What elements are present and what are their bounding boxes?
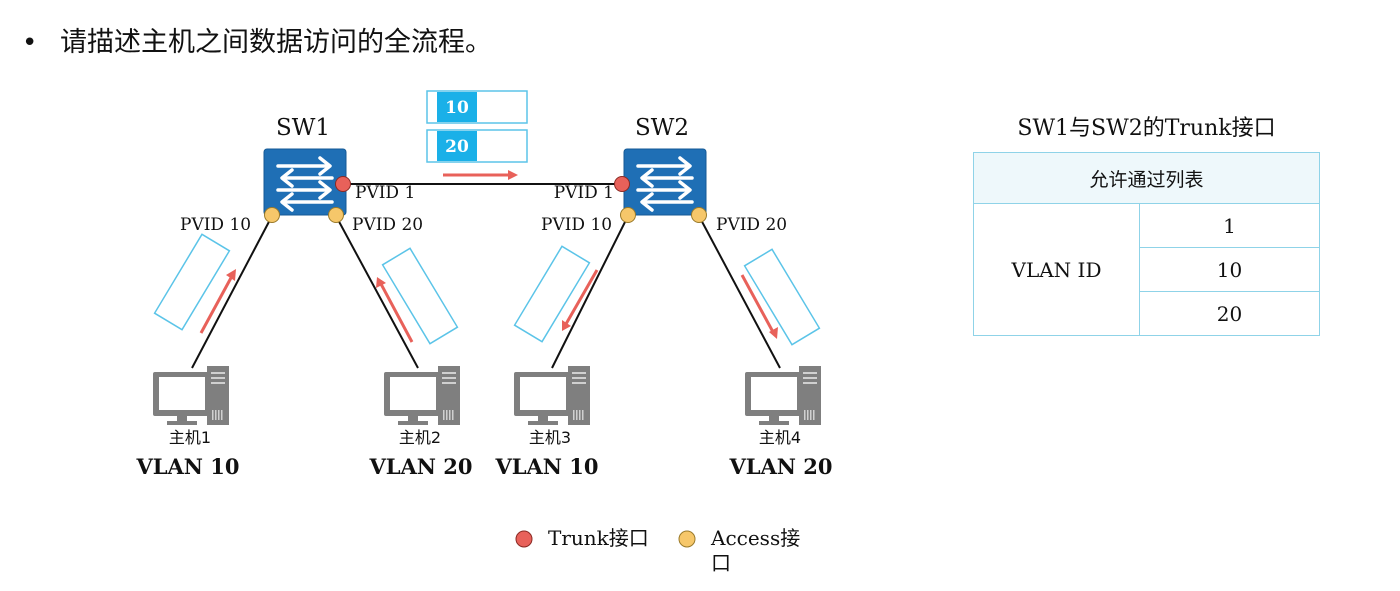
host-vlan: VLAN 20 — [728, 454, 832, 479]
link-host4 — [698, 215, 781, 369]
arrow-host3-down — [562, 269, 599, 331]
legend: Trunk接口 Access接 口 — [515, 526, 800, 575]
pvid-label-sw2-right: PVID 20 — [716, 215, 787, 235]
switch-label: SW1 — [276, 115, 330, 141]
computer-icon — [153, 366, 229, 425]
link-host3 — [551, 215, 629, 369]
table-row: VLAN ID 1 — [973, 203, 1320, 336]
table-header: 允许通过列表 — [973, 152, 1320, 204]
untagged-frame-host1 — [153, 233, 231, 331]
switch-icon — [262, 147, 348, 217]
host-vlan: VLAN 20 — [368, 454, 472, 479]
trunk-port-sw1 — [335, 176, 351, 192]
host-name: 主机2 — [399, 428, 441, 447]
access-port-sw2-right — [691, 207, 707, 223]
legend-trunk-label: Trunk接口 — [548, 526, 649, 550]
table-row: 20 — [974, 291, 1320, 336]
table-cell: 1 — [1139, 203, 1320, 248]
frame-tag-label: 10 — [445, 98, 469, 118]
host-vlan: VLAN 10 — [135, 454, 239, 479]
computer-icon — [384, 366, 460, 425]
table-cell: 20 — [1139, 291, 1320, 336]
access-port-sw2-left — [620, 207, 636, 223]
tagged-frame-20: 20 — [426, 129, 528, 163]
host-name: 主机1 — [169, 428, 211, 447]
table-title: SW1与SW2的Trunk接口 — [1017, 116, 1276, 141]
arrow-host4-down — [740, 274, 778, 339]
host-2: 主机2 VLAN 20 — [368, 366, 473, 479]
access-port-sw1-right — [328, 207, 344, 223]
pvid-label-sw1-trunk: PVID 1 — [355, 183, 415, 203]
host-name: 主机3 — [529, 428, 571, 447]
trunk-port-sw2 — [614, 176, 630, 192]
question-line: • 请描述主机之间数据访问的全流程。 — [22, 20, 492, 59]
table-row: 10 — [974, 247, 1320, 292]
pvid-label-sw1-right: PVID 20 — [352, 215, 423, 235]
frame-tag-label: 20 — [445, 137, 469, 157]
untagged-frame-host2 — [381, 247, 459, 345]
legend-trunk-swatch — [515, 530, 533, 548]
table-cell: 10 — [1139, 247, 1320, 292]
trunk-direction-arrow — [443, 170, 518, 180]
table-row-label: VLAN ID — [973, 203, 1140, 336]
switch-icon — [622, 147, 708, 217]
legend-access-label-cont: 口 — [711, 551, 731, 575]
pvid-label-sw2-left: PVID 10 — [541, 215, 612, 235]
host-name: 主机4 — [759, 428, 801, 447]
arrow-host1-up — [199, 269, 236, 334]
link-host2 — [335, 215, 419, 369]
host-vlan: VLAN 10 — [494, 454, 598, 479]
untagged-frame-host4 — [743, 248, 821, 346]
host-1: 主机1 VLAN 10 — [135, 366, 240, 479]
bullet-dot: • — [22, 28, 38, 58]
legend-access-swatch — [678, 530, 696, 548]
switch-label: SW2 — [635, 115, 689, 141]
table-header-row: 允许通过列表 — [973, 152, 1320, 204]
pvid-label-sw2-trunk: PVID 1 — [554, 183, 614, 203]
switch-sw2: SW2 — [622, 115, 708, 217]
pvid-label-sw1-left: PVID 10 — [180, 215, 251, 235]
switch-sw1: SW1 — [262, 115, 348, 217]
host-4: 主机4 VLAN 20 — [728, 366, 833, 479]
tagged-frame-10: 10 — [426, 90, 528, 124]
legend-access-label: Access接 — [710, 526, 800, 550]
question-text: 请描述主机之间数据访问的全流程。 — [60, 27, 492, 58]
untagged-frame-host3 — [513, 245, 591, 343]
host-3: 主机3 VLAN 10 — [494, 366, 599, 479]
access-port-sw1-left — [264, 207, 280, 223]
allowed-vlan-table: 允许通过列表 VLAN ID 1 10 20 — [973, 152, 1320, 336]
link-host1 — [191, 215, 273, 369]
arrow-host2-up — [376, 277, 414, 343]
computer-icon — [514, 366, 590, 425]
computer-icon — [745, 366, 821, 425]
